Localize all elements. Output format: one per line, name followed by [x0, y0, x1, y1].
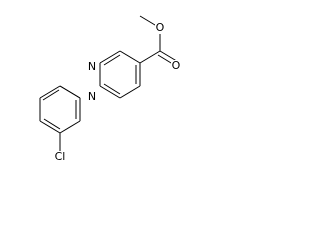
atom-label-n1: N	[88, 60, 96, 73]
bond-c3-n2-double	[103, 83, 121, 95]
bond-c6-n1	[119, 50, 141, 64]
bond-c3-n2	[99, 85, 121, 99]
molecule-structure: N N O O Cl	[39, 15, 181, 163]
bond-ph4-ph5	[59, 120, 81, 134]
bond-c5-c6	[99, 50, 121, 64]
pyrimidine-ring	[99, 50, 141, 99]
atom-label-ester-o: O	[156, 21, 165, 34]
atom-label-n2: N	[88, 90, 96, 103]
bond-ph3-ph4-double	[43, 118, 61, 130]
atom-label-carbonyl-o: O	[172, 59, 181, 72]
bond-ph6-ph1	[59, 85, 81, 99]
bond-c2-c3	[119, 85, 141, 99]
atom-labels: N N O O Cl	[53, 21, 181, 163]
atom-label-cl: Cl	[55, 150, 66, 163]
bond-ring-carbonyl	[139, 50, 161, 64]
bond-ph3-ph4	[39, 120, 61, 134]
chlorophenyl-ring	[39, 85, 81, 151]
bond-c5-c6-double	[103, 54, 121, 66]
bond-ph1-ph2-double	[42, 89, 60, 101]
bond-ph1-ph2	[39, 85, 61, 99]
